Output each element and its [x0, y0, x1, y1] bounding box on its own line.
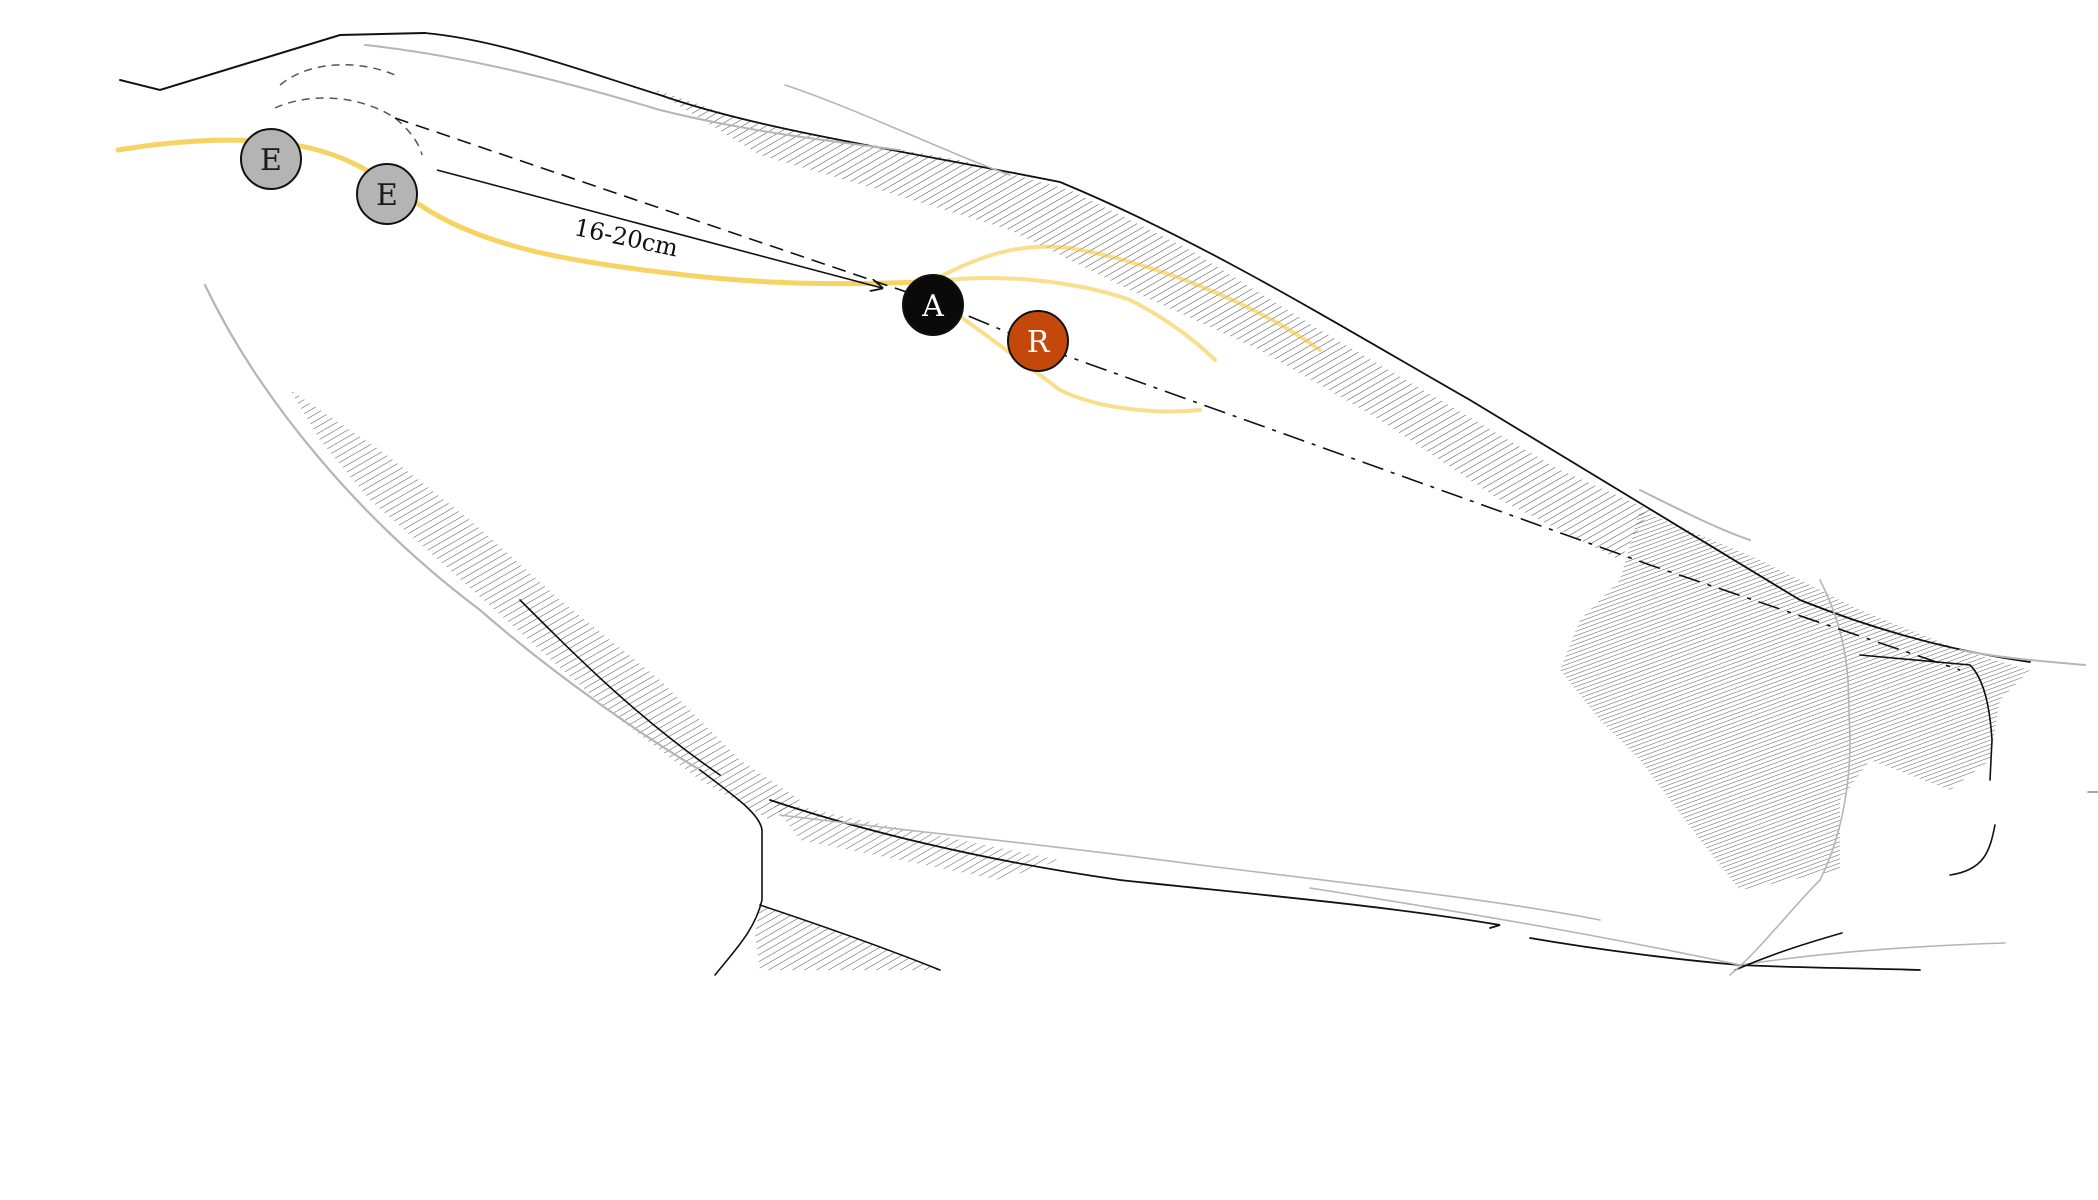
elbow-curve [699, 769, 763, 976]
marker-a-circle [902, 274, 964, 336]
lower-outline-light [779, 814, 1601, 921]
left-inner-outline [519, 599, 721, 776]
left-arc-light [203, 283, 702, 772]
nerve-branch-middle [928, 276, 1217, 362]
marker-e1-circle [240, 128, 302, 190]
marker-e1: E [240, 128, 302, 190]
bottom-small-outline [759, 904, 941, 971]
hand-outline [1859, 654, 1996, 876]
marker-e1-label: E [260, 143, 282, 178]
bottom-small-hatch [755, 905, 940, 970]
distance-arrow [436, 169, 882, 288]
reference-lines [394, 117, 1961, 671]
dash-line-upper [394, 117, 931, 301]
upper-hatch-band [650, 88, 1650, 560]
body-outline [119, 32, 2098, 976]
marker-r-label: R [1027, 325, 1051, 360]
right-end-light [1959, 649, 2086, 666]
top-outline-light-2 [784, 84, 1011, 176]
bottom-outline-light [1309, 887, 2006, 966]
marker-a-label: A [921, 289, 944, 324]
right-hatch-region [1560, 510, 2030, 890]
nerve-branch-lower [928, 293, 1202, 414]
marker-e2-label: E [376, 178, 398, 213]
top-outline-long [424, 32, 2031, 663]
marker-a: A [902, 274, 964, 336]
wrist-light [1729, 579, 1851, 976]
nerve-branch-upper [928, 244, 1322, 352]
lower-left-hatch [290, 390, 800, 820]
lower-outline [769, 799, 1501, 929]
marker-r-circle [1007, 310, 1069, 372]
bottom-hatch-band [770, 800, 1060, 880]
marker-r: R [1007, 310, 1069, 372]
marker-e2: E [356, 163, 418, 225]
marker-e2-circle [356, 163, 418, 225]
dash-dot-line [929, 299, 1961, 671]
shoulder-dash-1 [279, 64, 396, 86]
bottom-outline [1529, 937, 1921, 971]
top-outline [119, 32, 426, 92]
wrist-stroke [1734, 932, 1843, 971]
shoulder-dash-2 [274, 97, 423, 156]
top-outline-light [364, 44, 901, 151]
shading-hatch [290, 88, 2030, 970]
upper-right-light [1639, 489, 1751, 541]
shoulder-contours [274, 64, 423, 156]
